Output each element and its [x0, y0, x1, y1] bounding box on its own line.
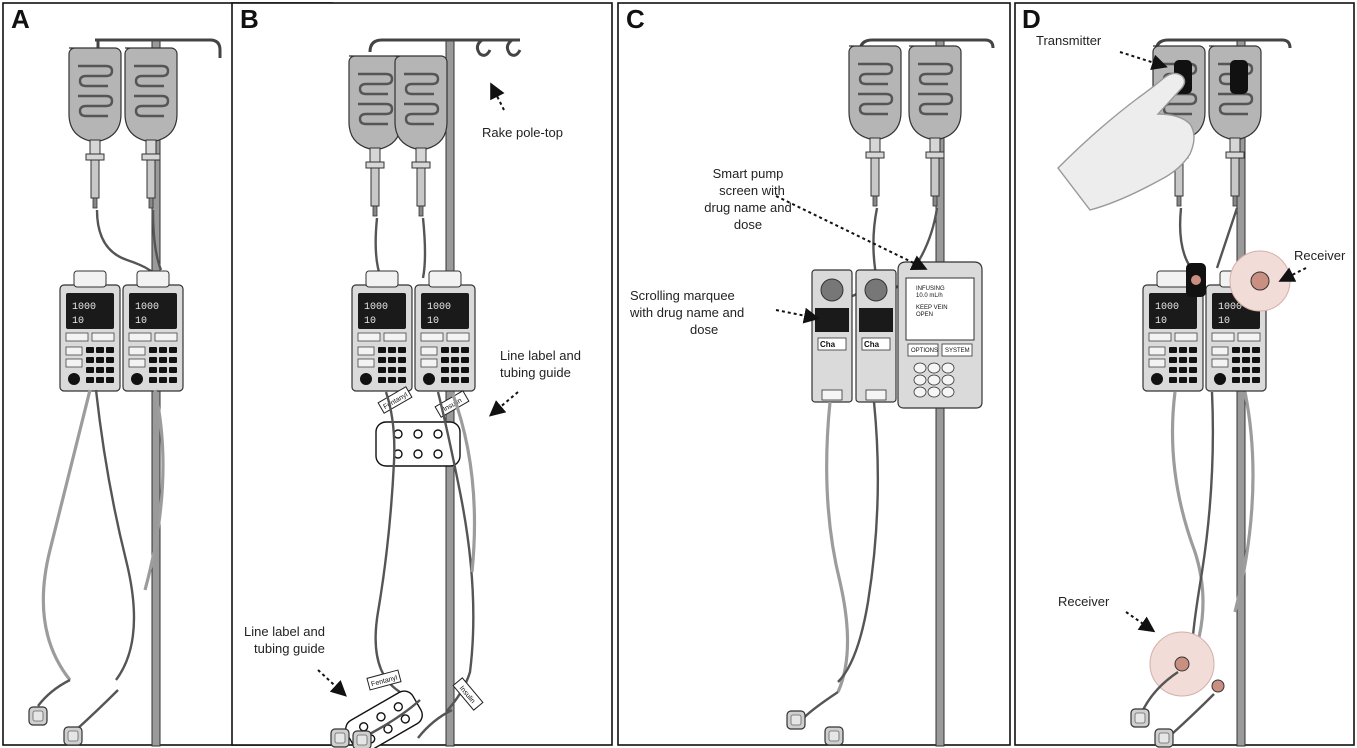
pump-rate: 1000 — [135, 302, 159, 313]
patient-connector — [28, 706, 48, 726]
infusion-pump-left: 1000 10 — [1142, 270, 1204, 392]
pump-volume: 10 — [364, 316, 376, 327]
receiver-lower — [1174, 656, 1190, 672]
arrow-receiver-lower — [1125, 611, 1156, 633]
scrolling-marquee — [815, 308, 849, 332]
panel-d: D 1000 10 1000 10 — [1014, 2, 1355, 748]
scrolling-marquee — [859, 308, 893, 332]
arrow-receiver-upper — [1278, 267, 1307, 282]
label-line-label-upper-2: tubing guide — [500, 365, 571, 380]
rfid-transmitter — [1230, 60, 1248, 94]
syringe-module-right: Cha — [855, 269, 897, 403]
patient-connector — [330, 728, 350, 748]
screen-line: OPEN — [916, 312, 933, 318]
label-rake-pole-top: Rake pole-top — [482, 125, 563, 140]
label-scrolling-marquee-2: with drug name and — [629, 305, 744, 320]
label-smart-pump-screen-2: screen with — [719, 183, 785, 198]
patient-connector — [824, 726, 844, 746]
patient-connector — [352, 730, 372, 748]
screen-line: 10.0 mL/h — [916, 293, 943, 299]
pump-volume: 10 — [1155, 316, 1167, 327]
pole-hook — [95, 38, 222, 58]
arrow-scrolling-marquee — [775, 307, 820, 324]
label-line-label-upper-1: Line label and — [500, 348, 581, 363]
pump-rate: 1000 — [427, 302, 451, 313]
arrow-transmitter — [1119, 51, 1168, 70]
infusion-pump-left: 1000 10 — [351, 270, 413, 392]
hand-illustration — [1057, 72, 1195, 211]
panel-c: C Cha Cha INFUSING 10. — [617, 2, 1011, 747]
channel-label: Cha — [864, 340, 880, 349]
label-receiver-lower: Receiver — [1058, 594, 1110, 609]
panel-b: B 1000 10 1000 10 Fentanyl Insulin — [231, 2, 613, 748]
label-line-label-lower-2: tubing guide — [254, 641, 325, 656]
pump-rate: 1000 — [72, 302, 96, 313]
infusion-pump-right: 1000 10 — [122, 270, 184, 392]
label-transmitter: Transmitter — [1036, 33, 1102, 48]
label-smart-pump-screen-3: drug name and — [704, 200, 791, 215]
soft-key-right: SYSTEM — [945, 348, 970, 354]
pump-volume: 10 — [1218, 316, 1230, 327]
label-line-label-lower-1: Line label and — [244, 624, 325, 639]
patient-connector — [63, 726, 83, 746]
patient-connector — [786, 710, 806, 730]
label-receiver-upper: Receiver — [1294, 248, 1346, 263]
smart-pump-pc-unit: INFUSING 10.0 mL/h KEEP VEIN OPEN OPTION… — [897, 261, 983, 409]
pump-rate: 1000 — [364, 302, 388, 313]
pump-volume: 10 — [427, 316, 439, 327]
receiver-upper — [1250, 271, 1270, 291]
screen-line: KEEP VEIN — [916, 305, 948, 311]
soft-key-left: OPTIONS — [911, 348, 938, 354]
infusion-pump-right: 1000 10 — [1205, 270, 1267, 392]
panel-a-letter: A — [11, 4, 30, 34]
label-smart-pump-screen-1: Smart pump — [713, 166, 784, 181]
pump-volume: 10 — [135, 316, 147, 327]
pump-rate: 1000 — [1155, 302, 1179, 313]
label-scrolling-marquee-3: dose — [690, 322, 718, 337]
label-scrolling-marquee-1: Scrolling marquee — [630, 288, 735, 303]
patient-connector — [1130, 708, 1150, 728]
arrow-rake — [490, 82, 505, 111]
smart-pump-screen — [905, 277, 975, 341]
pump-volume: 10 — [72, 316, 84, 327]
screen-line: INFUSING — [916, 286, 945, 292]
pump-rate: 1000 — [1218, 302, 1242, 313]
infusion-pump-right: 1000 10 — [414, 270, 476, 392]
patient-connector — [1154, 728, 1174, 748]
panel-b-letter: B — [240, 4, 259, 34]
channel-label: Cha — [820, 340, 836, 349]
infusion-pump-left: 1000 10 — [59, 270, 121, 392]
rake-hook — [475, 38, 492, 57]
panel-c-letter: C — [626, 4, 645, 34]
syringe-module-left: Cha — [811, 269, 853, 403]
panel-d-letter: D — [1022, 4, 1041, 34]
label-smart-pump-screen-4: dose — [734, 217, 762, 232]
